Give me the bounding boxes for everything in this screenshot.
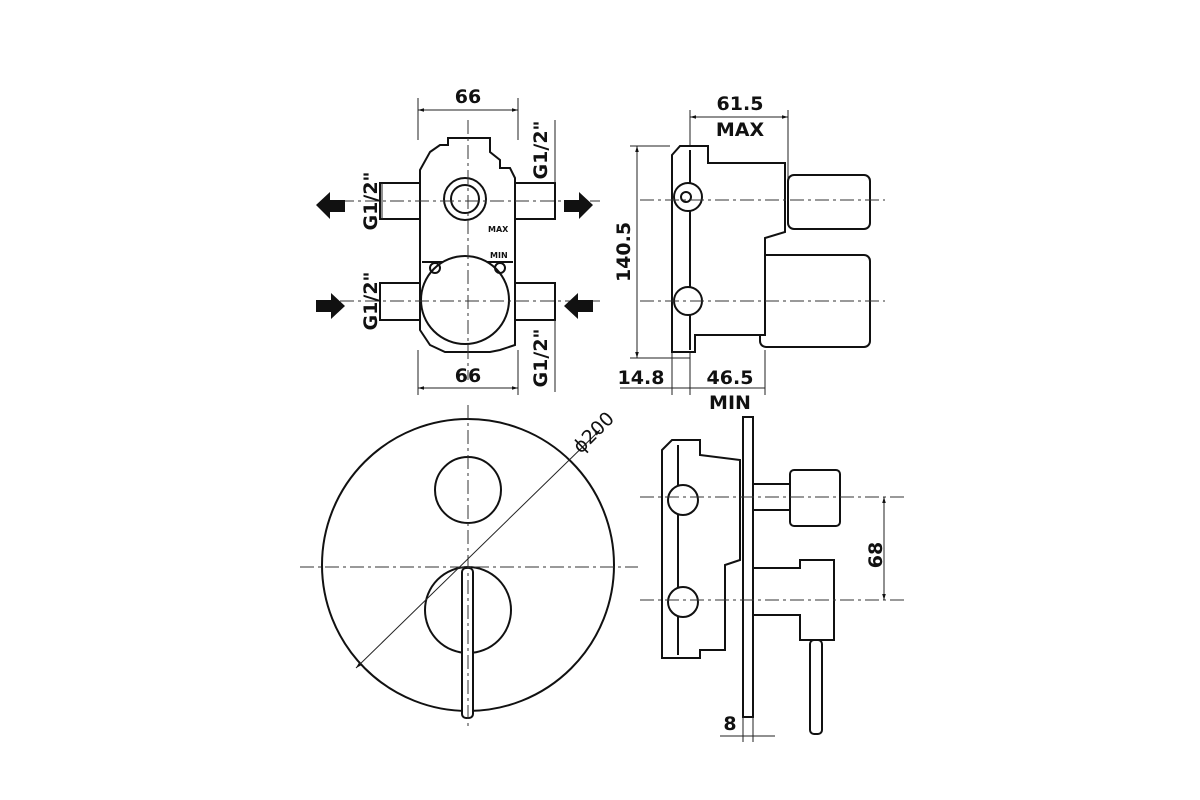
depth-min-label: MIN: [709, 392, 751, 414]
thread-lower-right: G1/2": [530, 329, 552, 388]
height-dimension: 140.5: [613, 222, 635, 282]
assembled-side-view: 68 8: [640, 416, 905, 742]
inlet-arrow-left-icon: [316, 293, 345, 319]
mixer-body-side-view: 61.5 MAX 140.5 14.8 46.5 MIN: [613, 93, 885, 414]
offset-dimension: 14.8: [618, 367, 665, 389]
diameter-dimension: ϕ200: [569, 408, 619, 458]
inlet-arrow-right-icon: [564, 293, 593, 319]
max-marking: MAX: [488, 225, 509, 234]
outlet-arrow-left-icon: [316, 192, 345, 219]
depth-max-label: MAX: [716, 119, 765, 141]
faceplate-front-view: ϕ200: [300, 405, 638, 728]
min-marking: MIN: [490, 251, 508, 260]
thread-lower-left: G1/2": [360, 272, 382, 331]
plate-thickness-dimension: 8: [723, 713, 736, 735]
thread-upper-left: G1/2": [360, 172, 382, 231]
thread-upper-right: G1/2": [530, 121, 552, 180]
depth-min-value: 46.5: [707, 367, 754, 389]
outlet-arrow-right-icon: [564, 192, 593, 219]
mixer-body-front-view: 66 66 MAX MIN: [340, 86, 600, 395]
depth-max-value: 61.5: [717, 93, 764, 115]
handle-spacing-dimension: 68: [865, 542, 887, 568]
thread-dimensions: G1/2" G1/2" G1/2" G1/2": [360, 120, 556, 392]
width-top-dimension: 66: [455, 86, 481, 108]
